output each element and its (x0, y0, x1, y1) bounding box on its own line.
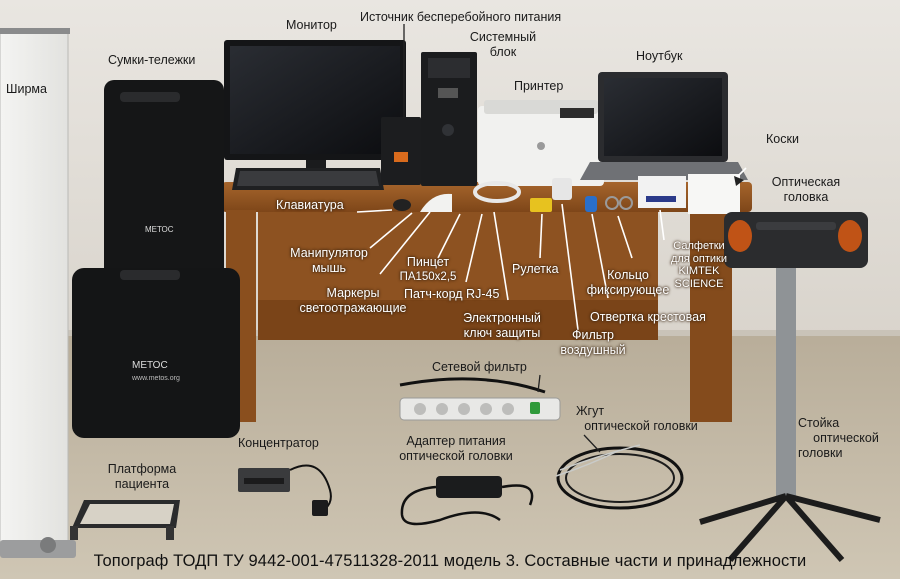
label-optical-head-line1: Оптическая (771, 175, 841, 189)
surge-protector (399, 377, 561, 421)
label-optical-head-line2: головка (783, 190, 829, 204)
system-unit (421, 52, 477, 186)
label-platform: Платформа пациента (102, 462, 182, 492)
label-stand-line3: головки (798, 446, 843, 460)
label-harness-line1: Жгут (576, 404, 605, 418)
label-platform-line2: пациента (114, 477, 170, 491)
label-key-line2: ключ защиты (463, 326, 541, 340)
power-adapter (400, 476, 534, 526)
leader-lines-dark (403, 24, 601, 453)
koski (688, 174, 740, 214)
label-tweezers-line2: ПА150х2,5 (399, 271, 457, 283)
label-wipes-line4: SCIENCE (674, 277, 724, 290)
cable-harness (555, 444, 684, 510)
label-adapter: Адаптер питания оптической головки (396, 434, 516, 464)
wipes-box (638, 176, 686, 208)
label-markers-line2: светоотражающие (299, 301, 407, 315)
printer (478, 100, 604, 186)
laptop (580, 72, 748, 180)
label-sysblock: Системный блок (468, 30, 538, 60)
optical-head (724, 212, 868, 268)
bag-brand-lower: МЕТОС (132, 360, 168, 371)
label-ups: Источник бесперебойного питания (360, 10, 562, 24)
label-optical-head: Оптическая головка (758, 175, 854, 205)
label-tweezers: Пинцет ПА150х2,5 (392, 255, 464, 285)
label-monitor: Монитор (286, 18, 337, 32)
patient-platform (70, 500, 180, 540)
label-shirma: Ширма (6, 82, 47, 96)
screwdriver (585, 196, 597, 212)
label-filter: Фильтр воздушный (548, 328, 638, 358)
label-surge: Сетевой фильтр (432, 360, 527, 374)
bag-site-lower: www.metos.org (131, 375, 180, 382)
label-markers-line1: Маркеры (326, 286, 380, 300)
label-wipes-line3: KIMTEK (678, 265, 720, 277)
markers (420, 193, 452, 212)
label-laptop: Ноутбук (636, 49, 683, 63)
label-patchcord: Патч-корд RJ-45 (404, 287, 500, 301)
caption-title: Топограф ТОДП ТУ 9442-001-47511328-2011 … (93, 552, 807, 570)
label-screwdriver: Отвертка крестовая (590, 310, 706, 324)
label-filter-line1: Фильтр (572, 328, 614, 342)
leader-lines (356, 167, 747, 331)
label-tape: Рулетка (512, 262, 559, 276)
label-ring-line2: фиксирующее (586, 283, 670, 297)
monitor (224, 40, 406, 178)
label-filter-line2: воздушный (560, 343, 626, 357)
label-ring-line1: Кольцо (607, 268, 649, 282)
label-mouse-line2: мышь (311, 261, 347, 275)
label-wipes: Салфетки для оптики KIMTEK SCIENCE (664, 240, 734, 290)
label-sysblock-line2: блок (489, 45, 517, 59)
label-stand-line2: оптической (813, 431, 879, 445)
label-sysblock-line1: Системный (469, 30, 537, 44)
label-wipes-line1: Салфетки (673, 240, 725, 252)
air-filter (552, 178, 572, 200)
label-harness-line2: оптической головки (584, 419, 698, 433)
label-sumki: Сумки-тележки (108, 53, 196, 67)
label-stand-line1: Стойка (798, 416, 840, 430)
label-stand: Стойка оптической головки (798, 416, 894, 461)
tape-measure (530, 198, 552, 212)
desk (222, 182, 752, 422)
bag-brand-upper: МЕТОС (145, 225, 174, 234)
label-printer: Принтер (514, 79, 564, 93)
label-key-line1: Электронный (463, 311, 541, 325)
keyboard (232, 168, 384, 190)
patch-cord (473, 181, 521, 203)
label-keyboard: Клавиатура (276, 198, 344, 212)
label-adapter-line1: Адаптер питания (406, 434, 506, 448)
label-harness: Жгут оптической головки (576, 404, 706, 434)
ups (381, 117, 421, 185)
label-mouse: Манипулятор мышь (282, 246, 376, 276)
label-koski: Коски (766, 132, 799, 146)
label-tweezers-line1: Пинцет (406, 255, 450, 269)
fixing-ring (605, 196, 619, 210)
label-markers: Маркеры светоотражающие (298, 286, 408, 316)
label-wipes-line2: для оптики (670, 252, 728, 265)
bag-lower: МЕТОС www.metos.org (72, 268, 240, 438)
label-mouse-line1: Манипулятор (290, 246, 368, 260)
mouse (393, 199, 411, 211)
label-hub: Концентратор (238, 436, 319, 450)
label-ring: Кольцо фиксирующее (586, 268, 670, 298)
label-platform-line1: Платформа (107, 462, 177, 476)
bag-upper: МЕТОС (104, 80, 224, 280)
banner-screen (0, 28, 76, 558)
label-adapter-line2: оптической головки (399, 449, 513, 463)
hub (238, 464, 332, 516)
label-key: Электронный ключ защиты (452, 311, 552, 341)
